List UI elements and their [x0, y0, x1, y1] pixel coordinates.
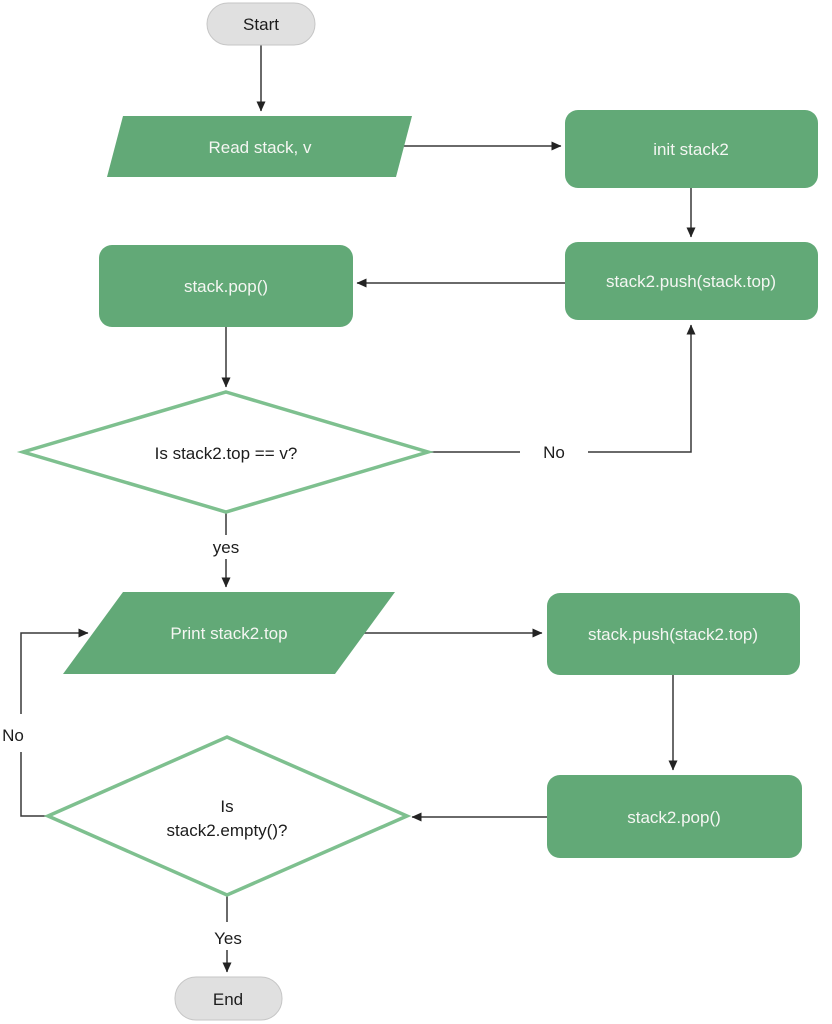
stack-push-label: stack.push(stack2.top)	[588, 625, 758, 644]
node-decision-is-empty: Is stack2.empty()?	[43, 735, 412, 897]
node-start: Start	[206, 2, 316, 46]
edge-decision2-no-segment	[20, 752, 48, 817]
edge-label-no-right: No	[543, 443, 565, 462]
init-stack2-label: init stack2	[653, 140, 729, 159]
node-init-stack2: init stack2	[565, 110, 818, 188]
read-stack-io-shape	[107, 116, 412, 177]
stack2-pop-process-shape	[547, 775, 802, 858]
stack-pop-label: stack.pop()	[184, 277, 268, 296]
stack-pop-process-shape	[99, 245, 353, 327]
edge-label-yes-bottom: Yes	[214, 929, 242, 948]
node-decision-is-top-equal: Is stack2.top == v?	[16, 390, 435, 514]
print-top-label: Print stack2.top	[170, 624, 287, 643]
node-stack-push: stack.push(stack2.top)	[547, 593, 800, 675]
node-print-top: Print stack2.top	[63, 592, 395, 674]
node-stack2-pop: stack2.pop()	[547, 775, 802, 858]
node-read-stack: Read stack, v	[107, 116, 412, 177]
decision2-diamond-shape	[43, 735, 412, 897]
stack2-push-process-shape	[565, 242, 818, 320]
decision2-label-line2: stack2.empty()?	[167, 821, 288, 840]
stack-push-process-shape	[547, 593, 800, 675]
start-terminator-shape	[206, 2, 316, 46]
decision1-diamond-shape	[16, 390, 435, 514]
end-label: End	[213, 990, 243, 1009]
node-end: End	[174, 976, 283, 1021]
init-stack2-process-shape	[565, 110, 818, 188]
stack2-pop-label: stack2.pop()	[627, 808, 721, 827]
decision2-label-line1: Is	[220, 797, 233, 816]
print-top-io-shape	[63, 592, 395, 674]
edge-no-left-up-to-print	[20, 628, 89, 714]
edge-label-no-left-bg	[0, 724, 28, 746]
edge-label-yes-lower: yes	[213, 538, 239, 557]
stack2-push-label: stack2.push(stack.top)	[606, 272, 776, 291]
node-stack2-push: stack2.push(stack.top)	[565, 242, 818, 320]
decision1-label: Is stack2.top == v?	[155, 444, 298, 463]
start-label: Start	[243, 15, 279, 34]
end-terminator-shape	[174, 976, 283, 1021]
read-stack-label: Read stack, v	[209, 138, 312, 157]
edge-label-no-left: No	[2, 726, 24, 745]
node-stack-pop: stack.pop()	[99, 245, 353, 327]
edge-no-up-to-stack2push	[588, 324, 696, 453]
